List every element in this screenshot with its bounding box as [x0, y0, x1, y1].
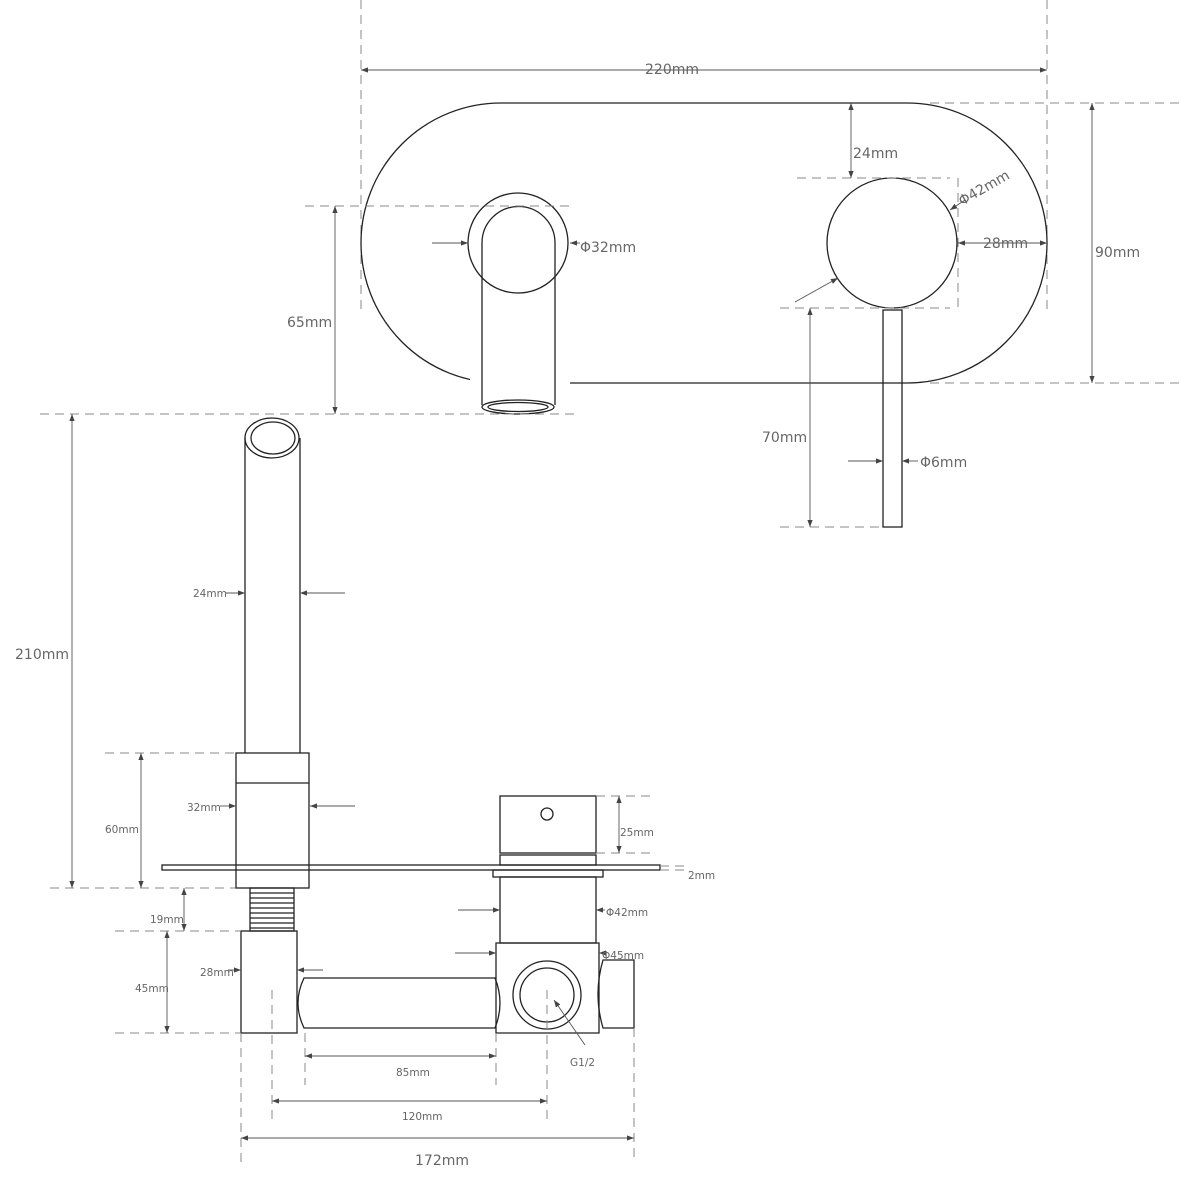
- inlet-thread-label: G1/2: [570, 1057, 595, 1069]
- pipe-length-label: 85mm: [396, 1067, 430, 1079]
- side-view: 210mm 24mm 60mm 32mm 2mm 19mm 45mm 28mm …: [15, 414, 715, 1169]
- spout-top: [467, 192, 570, 415]
- spout-width-label: 24mm: [193, 588, 227, 600]
- lever: [882, 309, 903, 528]
- width-label: 220mm: [645, 62, 699, 78]
- elbow-height-label: 45mm: [135, 983, 169, 995]
- valve-body: [499, 876, 597, 944]
- valve-body-diameter-label: Φ45mm: [602, 950, 644, 962]
- elbow-width-label: 28mm: [200, 967, 234, 979]
- handle-offset-label: 24mm: [853, 146, 898, 162]
- handle-diameter-label: Φ42mm: [956, 168, 1013, 210]
- thread-length-label: 19mm: [150, 914, 184, 926]
- valve-diameter-label: Φ42mm: [606, 907, 648, 919]
- total-width-label: 172mm: [415, 1153, 469, 1169]
- spout-drop-label: 65mm: [287, 315, 332, 331]
- plate-thickness-label: 2mm: [688, 870, 715, 882]
- top-view: 220mm 90mm 65mm Φ32mm 24mm Φ42mm 28mm 70…: [40, 0, 1180, 528]
- total-height-label: 210mm: [15, 647, 69, 663]
- spout-diameter-label: Φ32mm: [580, 240, 636, 256]
- elbow: [240, 930, 298, 1034]
- knob-height-label: 25mm: [620, 827, 654, 839]
- valve-block: [495, 942, 600, 1034]
- spout-body: [235, 752, 310, 889]
- body-width-label: 32mm: [187, 802, 221, 814]
- wall-plate: [161, 864, 661, 871]
- centre-distance-label: 120mm: [402, 1111, 443, 1123]
- height-label: 90mm: [1095, 245, 1140, 261]
- body-height-label: 60mm: [105, 824, 139, 836]
- lever-length-label: 70mm: [762, 430, 807, 446]
- lever-diameter-label: Φ6mm: [920, 455, 967, 471]
- handle-edge-label: 28mm: [983, 236, 1028, 252]
- handle-disc: [826, 177, 958, 309]
- valve-knob: [499, 795, 597, 854]
- spout-outlet: [244, 417, 300, 459]
- connecting-pipe: [297, 977, 501, 1029]
- thread: [249, 887, 295, 932]
